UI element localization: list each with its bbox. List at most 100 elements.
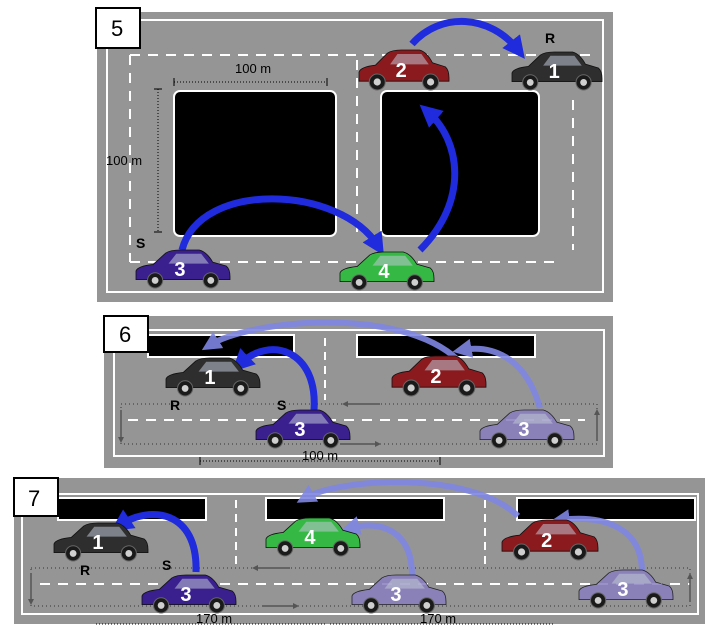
car-body <box>339 251 435 283</box>
car-number: 3 <box>390 584 401 606</box>
car-window <box>86 526 127 537</box>
car-hubcap <box>151 276 159 284</box>
tag-s: S <box>162 557 171 573</box>
car-body <box>265 517 361 549</box>
car-window <box>298 521 339 532</box>
car-number: 2 <box>396 60 407 82</box>
car-2: 2 <box>391 355 487 397</box>
car-hubcap <box>373 78 381 86</box>
car-hubcap <box>281 544 289 552</box>
car-number: 1 <box>204 367 215 389</box>
panel-number: 5 <box>111 16 123 41</box>
car-window <box>424 360 465 371</box>
car-3-ghost: 3 <box>578 569 674 609</box>
car-number: 2 <box>541 530 552 552</box>
arrow-3-to-1 <box>231 346 318 411</box>
car-hubcap <box>650 596 658 604</box>
car-window <box>384 578 425 589</box>
car-hubcap <box>423 601 431 609</box>
panel-number: 6 <box>119 322 131 347</box>
car-hubcap <box>407 384 415 392</box>
tag-s: S <box>277 397 286 413</box>
car-hubcap <box>427 78 435 86</box>
car-hubcap <box>271 436 279 444</box>
tag-s: S <box>136 235 145 251</box>
car-body <box>165 357 261 389</box>
car-number: 3 <box>180 584 191 606</box>
building-strip <box>265 497 445 521</box>
car-2: 2 <box>501 519 599 561</box>
car-hubcap <box>495 436 503 444</box>
car-body <box>501 519 599 552</box>
car-body <box>141 574 237 606</box>
car-hubcap <box>526 78 534 86</box>
car-window <box>543 55 582 66</box>
car-body <box>351 574 447 606</box>
car-1: 1 <box>53 522 149 562</box>
car-window <box>611 573 652 584</box>
car-3: 3 <box>141 574 237 614</box>
car-number: 1 <box>92 532 103 554</box>
car-number: 3 <box>617 579 628 601</box>
car-hubcap <box>463 384 471 392</box>
arrow-faded-short <box>452 338 543 409</box>
car-hubcap <box>69 549 77 557</box>
car-window <box>198 361 239 372</box>
car-3: 3 <box>255 409 351 449</box>
arrow-2-to-1 <box>409 18 525 59</box>
car-number: 3 <box>294 419 305 441</box>
car-number: 3 <box>174 259 185 281</box>
car-number: 2 <box>430 366 441 388</box>
car-body <box>479 409 575 441</box>
car-3-ghost: 3 <box>479 409 575 449</box>
car-1: 1 <box>511 51 603 91</box>
car-1: 1 <box>165 357 261 397</box>
car-hubcap <box>327 436 335 444</box>
car-body <box>53 522 149 554</box>
car-hubcap <box>157 601 165 609</box>
car-hubcap <box>574 548 583 556</box>
car-body <box>391 355 487 388</box>
car-hubcap <box>367 601 375 609</box>
panel-number: 7 <box>28 486 40 511</box>
car-body <box>135 249 231 281</box>
car-body <box>358 49 450 82</box>
car-hubcap <box>337 544 345 552</box>
car-window <box>390 54 429 65</box>
car-number: 4 <box>304 527 316 549</box>
arrow-3-to-1 <box>110 509 200 573</box>
arrow-3-to-4 <box>178 195 384 256</box>
arrow-4-up <box>417 104 459 253</box>
car-body <box>578 569 674 601</box>
car-hubcap <box>580 78 588 86</box>
distance-label-horizontal: 100 m <box>235 61 271 76</box>
car-hubcap <box>411 278 419 286</box>
car-window <box>512 413 553 424</box>
car-3-ghost: 3 <box>351 574 447 614</box>
panel-5: 100 m 100 m 5 S R 1 2 3 4 <box>95 7 613 302</box>
building-block-left <box>173 90 337 237</box>
car-hubcap <box>237 384 245 392</box>
car-hubcap <box>125 549 133 557</box>
car-hubcap <box>207 276 215 284</box>
panel-6: 100 m 6 S R 1 2 3 3 <box>103 315 613 468</box>
car-number: 1 <box>549 61 560 83</box>
car-2: 2 <box>358 49 450 91</box>
car-hubcap <box>551 436 559 444</box>
car-window <box>174 578 215 589</box>
building-strip <box>516 497 696 521</box>
building-block-right <box>380 90 540 237</box>
car-window <box>372 255 413 266</box>
distance-label-vertical: 100 m <box>106 153 142 168</box>
car-hubcap <box>517 548 526 556</box>
tag-r: R <box>545 30 555 46</box>
distance-label-right: 170 m <box>420 611 456 626</box>
panel-7: 170 m 170 m 7 S R 1 4 2 3 3 3 <box>13 477 705 626</box>
arrow-faded-long <box>201 319 461 363</box>
car-4: 4 <box>339 251 435 291</box>
car-hubcap <box>181 384 189 392</box>
arrow-faded-right <box>550 509 645 573</box>
car-hubcap <box>213 601 221 609</box>
car-window <box>168 253 209 264</box>
distance-label: 100 m <box>302 448 338 463</box>
